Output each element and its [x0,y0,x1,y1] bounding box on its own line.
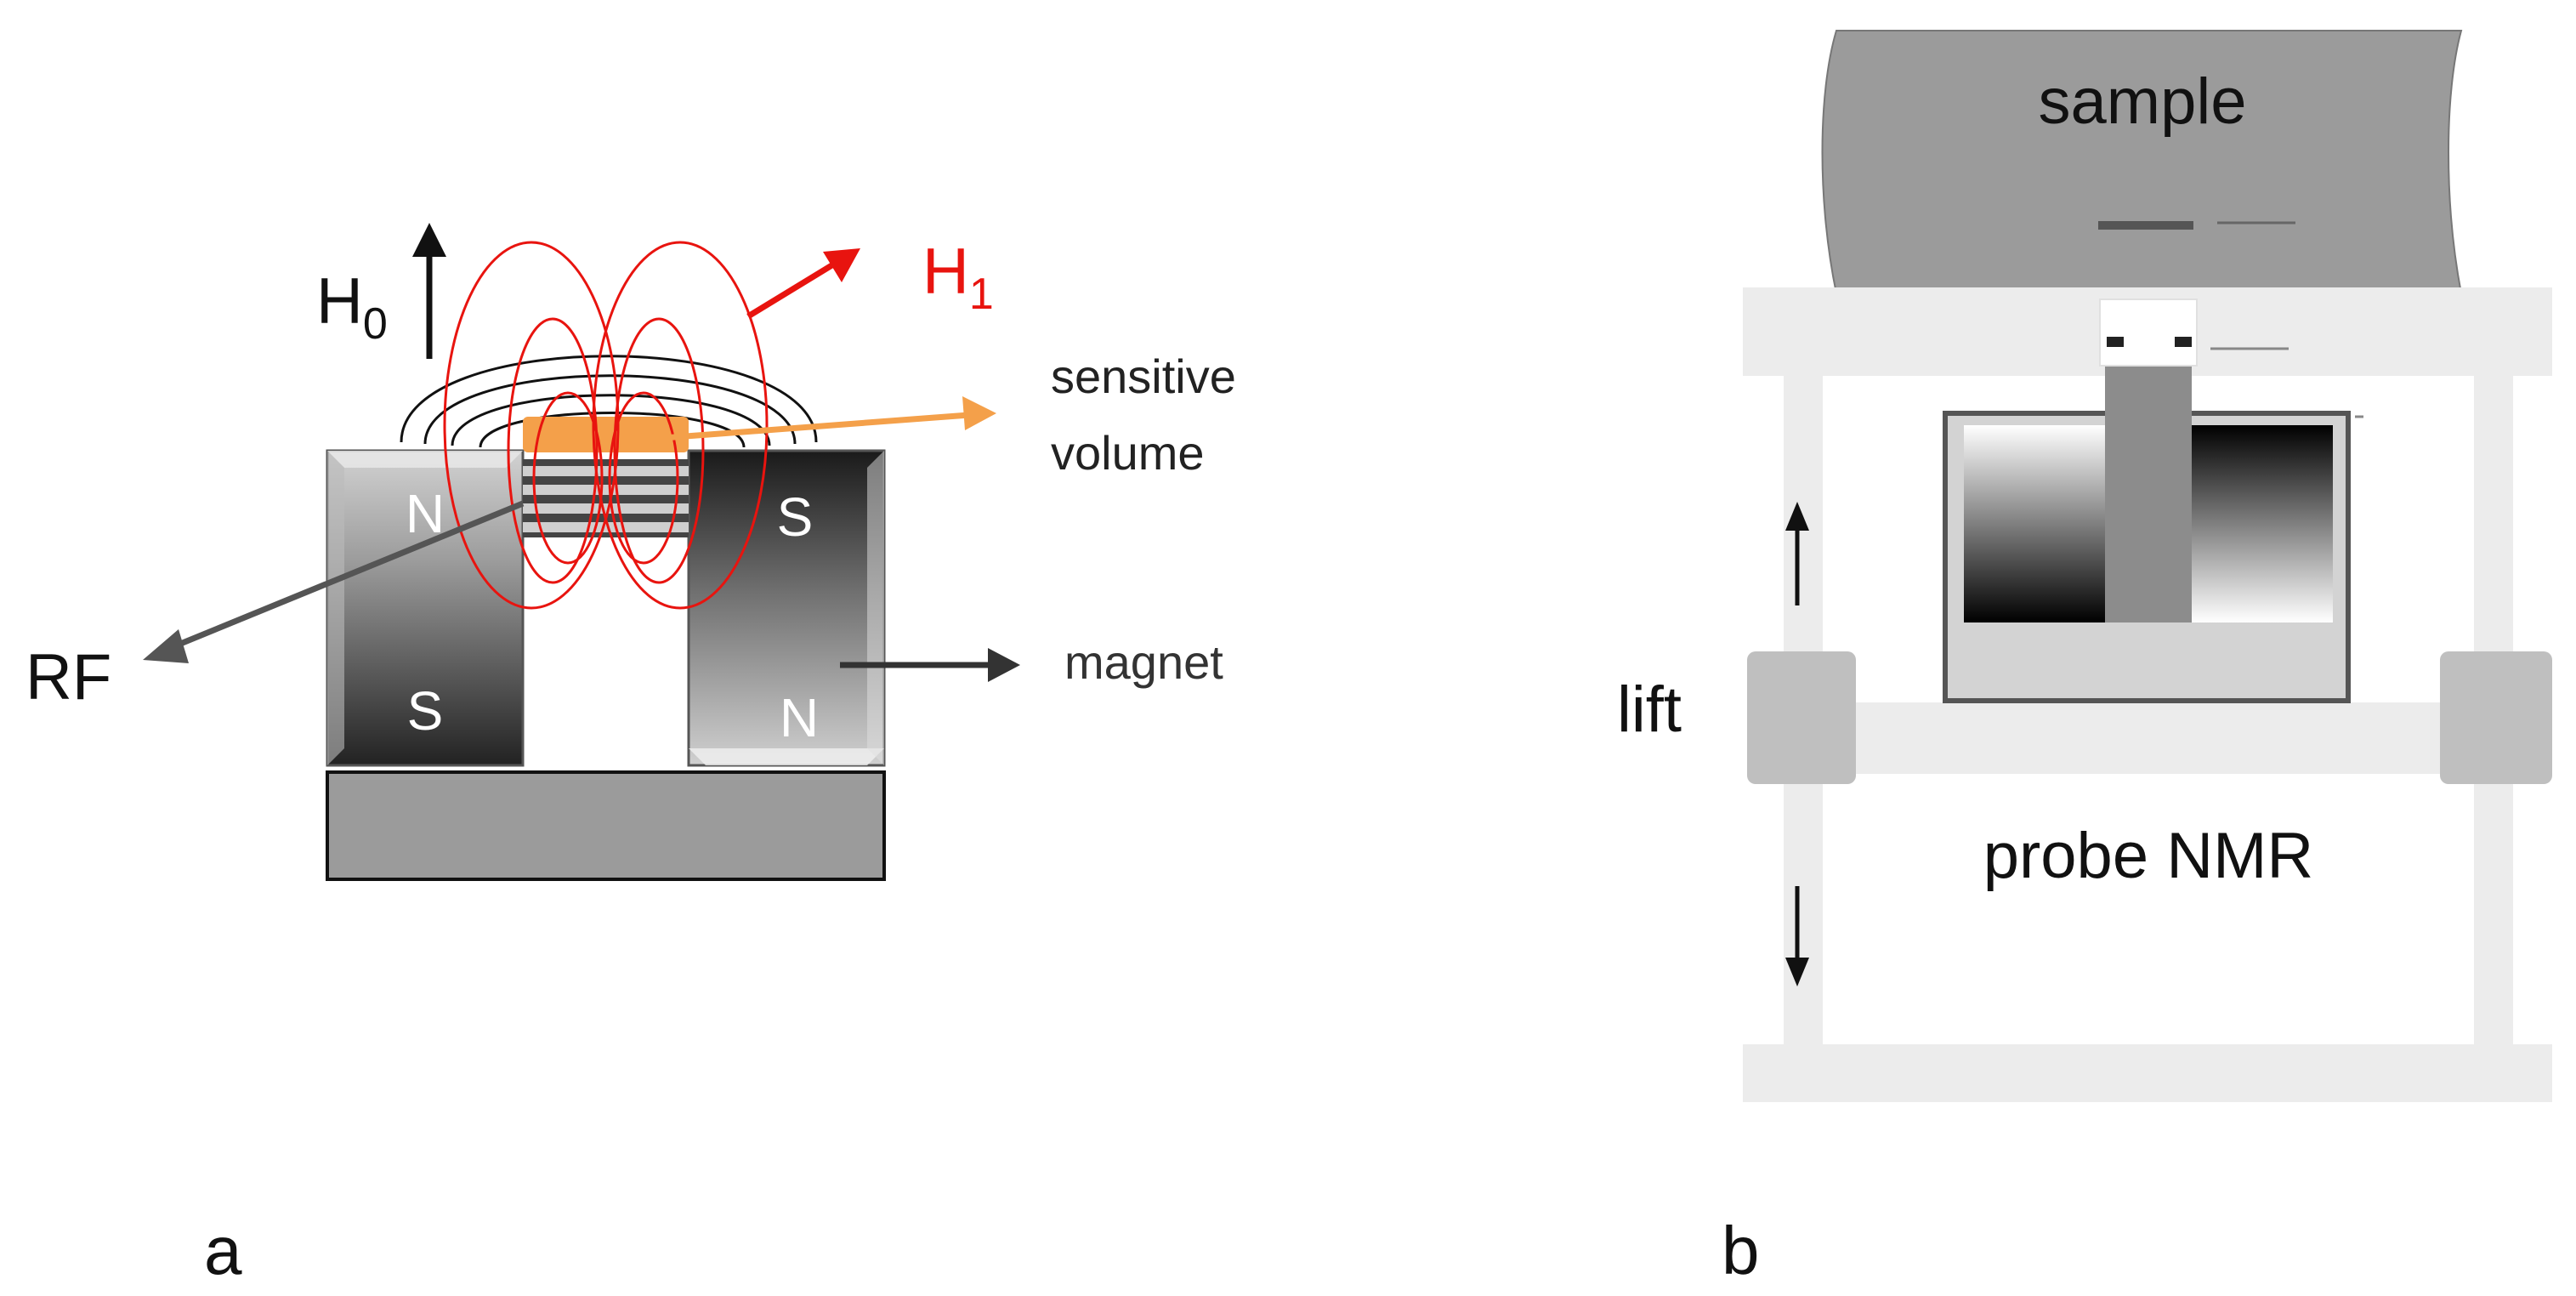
lift-up-arrowhead [1785,502,1809,531]
rf-field-label: H1 [922,236,994,319]
sample-label: sample [2039,65,2247,138]
rf-lead-arrow [168,500,525,651]
lift-beam [1823,702,2474,774]
bottom-beam [1743,1044,2552,1102]
panel-a-label: a [204,1213,242,1288]
rf-field-arrow [746,259,839,319]
panel-a: N S S N H0 H1 sensitive volume RF magnet… [26,223,1236,1288]
sample-mark [2098,221,2193,230]
rf-field-arrowhead [823,248,860,282]
probe-stem [2105,366,2192,622]
static-field-arrowhead [412,223,446,257]
probe-magnet-right [2192,425,2333,622]
left-magnet-bottom-pole: S [407,680,444,742]
left-lift-sleeve [1747,651,1856,784]
right-magnet [687,449,886,767]
sensitive-volume [523,417,689,452]
lift-label: lift [1617,674,1682,746]
right-magnet-bottom-pole: N [780,687,819,748]
sensitive-volume-label-line2: volume [1051,426,1205,480]
sensitive-volume-label-line1: sensitive [1051,350,1236,403]
panel-b: sample lift probe NMR b [1617,30,2552,1288]
sensitive-volume-arrowhead [962,396,996,430]
probe-nmr-label: probe NMR [1983,820,2314,892]
lift-down-arrowhead [1785,958,1809,986]
rf-field-lines [443,241,769,610]
left-magnet-top-pole: N [406,483,445,544]
probe-sensor [2099,298,2198,367]
left-magnet [326,449,525,767]
sensor-mark-left [2107,337,2124,347]
rf-coil [523,459,689,537]
sensitive-volume-arrow [662,412,970,441]
magnet-label: magnet [1064,635,1223,689]
sensor-mark-right [2175,337,2192,347]
rf-label: RF [26,641,111,713]
right-magnet-top-pole: S [777,486,814,548]
rf-lead-arrowhead [143,629,189,663]
probe-magnet-left [1964,425,2105,622]
magnet-base-plate [326,770,886,881]
right-lift-sleeve [2440,651,2552,784]
magnet-arrowhead [988,648,1020,682]
static-field-label: H0 [316,265,388,349]
panel-b-label: b [1722,1213,1760,1288]
